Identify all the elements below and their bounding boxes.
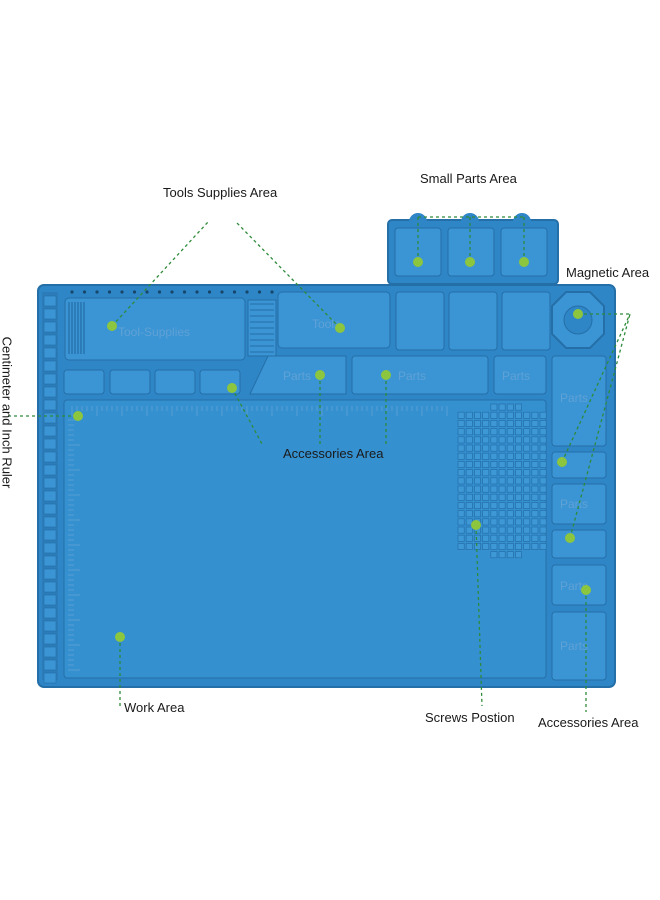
markers xyxy=(73,257,591,642)
work-area-surface xyxy=(63,399,547,679)
magnetic-area xyxy=(551,291,605,349)
grip-ribs xyxy=(247,299,277,357)
marker-tools-supplies xyxy=(107,321,117,331)
parts-box-3 xyxy=(501,291,551,351)
marker-accessories-3 xyxy=(381,370,391,380)
tool-supplies-mold-text: Tool-Supplies xyxy=(118,325,190,339)
label-ruler: Centimeter and Inch Ruler xyxy=(0,336,15,489)
marker-right-accessories-3 xyxy=(581,585,591,595)
marker-small-parts-1 xyxy=(413,257,423,267)
parts-box-2 xyxy=(448,291,498,351)
tools-mold-text: Tools xyxy=(312,317,340,331)
marker-right-accessories-2 xyxy=(565,533,575,543)
right-accessories-column: Parts Parts Parts Parts xyxy=(551,355,607,681)
leader-lines xyxy=(8,216,631,712)
parts-mold-text-4: Parts xyxy=(560,391,588,405)
ruler-strip xyxy=(42,292,58,684)
parts-mold-text-2: Parts xyxy=(398,369,426,383)
marker-tools-box xyxy=(335,323,345,333)
label-tools-supplies-area: Tools Supplies Area xyxy=(163,185,278,200)
marker-right-accessories-1 xyxy=(557,457,567,467)
marker-small-parts-2 xyxy=(465,257,475,267)
label-work-area: Work Area xyxy=(124,700,185,715)
work-area-ruler xyxy=(68,406,448,671)
marker-screws xyxy=(471,520,481,530)
label-accessories-area-right: Accessories Area xyxy=(538,715,639,730)
tools-compartment xyxy=(277,291,391,349)
marker-ruler xyxy=(73,411,83,421)
label-magnetic-area: Magnetic Area xyxy=(566,265,650,280)
accessories-row: Parts Parts Parts xyxy=(63,355,547,395)
label-screws-position: Screws Postion xyxy=(425,710,515,725)
tool-supplies-compartment xyxy=(64,297,246,361)
parts-mold-text-6: Parts xyxy=(560,579,588,593)
marker-work-area xyxy=(115,632,125,642)
marker-magnetic xyxy=(573,309,583,319)
brush-slots xyxy=(68,302,85,354)
marker-accessories-1 xyxy=(227,383,237,393)
parts-mold-text-7: Parts xyxy=(560,639,588,653)
label-small-parts-area: Small Parts Area xyxy=(420,171,517,186)
parts-mold-text-1: Parts xyxy=(283,369,311,383)
screws-grid xyxy=(457,403,547,559)
small-parts-cups xyxy=(387,213,559,285)
parts-box-1 xyxy=(395,291,445,351)
marker-small-parts-3 xyxy=(519,257,529,267)
parts-mold-text-5: Parts xyxy=(560,497,588,511)
marker-accessories-2 xyxy=(315,370,325,380)
label-accessories-area-center: Accessories Area xyxy=(283,446,384,461)
parts-mold-text-3: Parts xyxy=(502,369,530,383)
hole-strip xyxy=(70,290,274,294)
